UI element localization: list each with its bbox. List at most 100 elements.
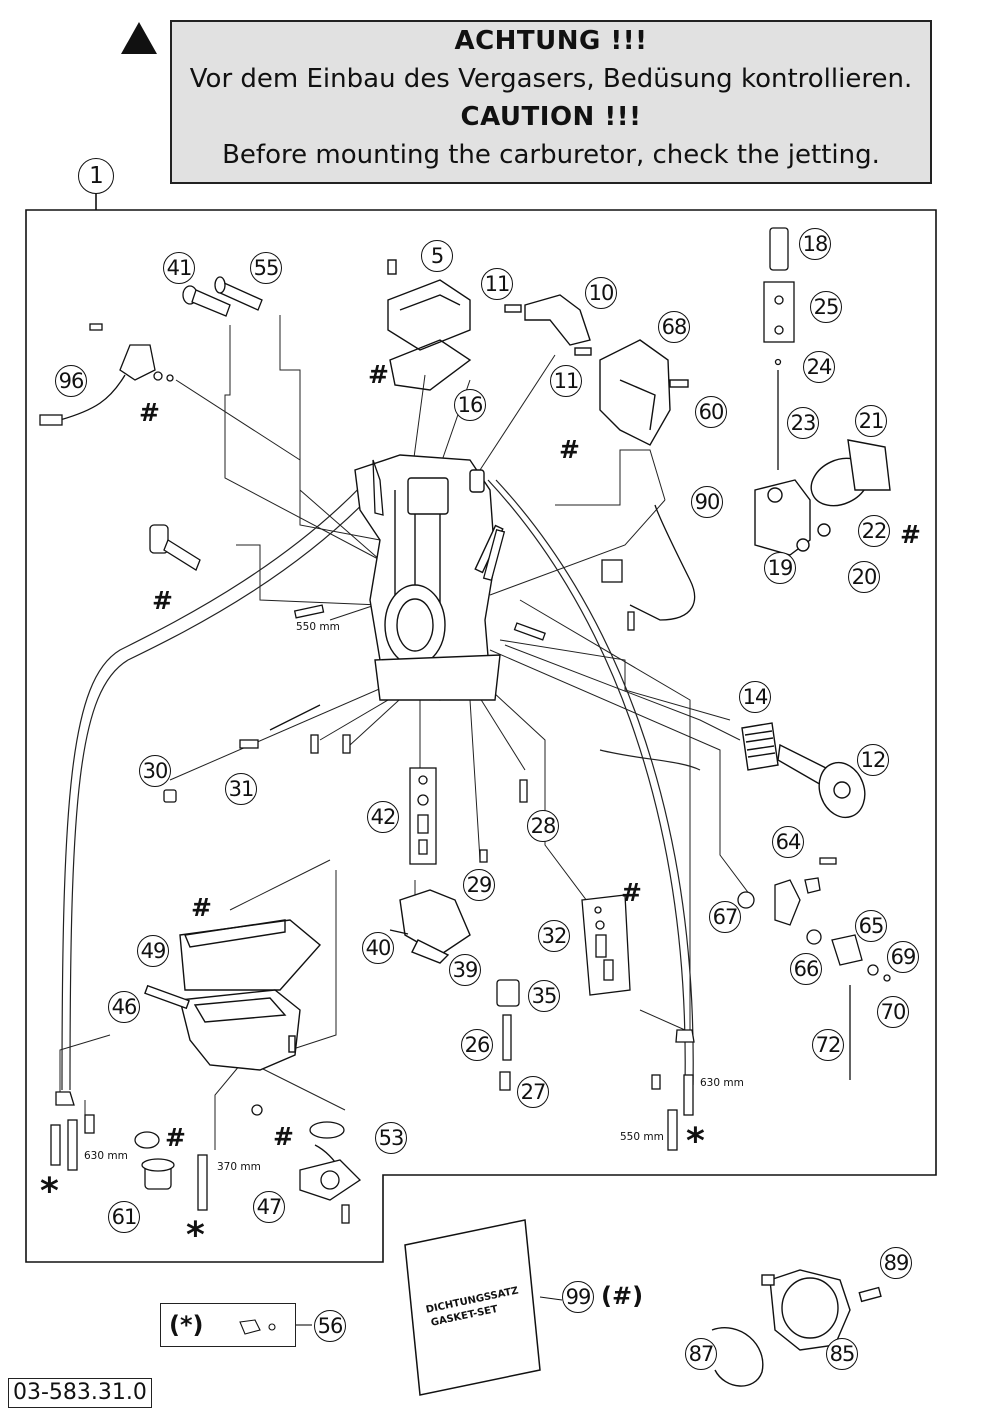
callout-65: 65 — [855, 910, 887, 942]
hash-mark: # — [559, 435, 580, 464]
hash-mark: # — [191, 893, 212, 922]
callout-53: 53 — [375, 1122, 407, 1154]
callout-31: 31 — [225, 773, 257, 805]
hash-mark: # — [368, 360, 389, 389]
hose-length-label: 630 mm — [700, 1077, 744, 1089]
gasket-set-bag — [404, 1219, 541, 1396]
callout-49: 49 — [137, 935, 169, 967]
callout-20: 20 — [848, 561, 880, 593]
star-mark: * — [686, 1121, 705, 1162]
caution-heading-de: ACHTUNG !!! — [454, 26, 648, 56]
callout-64: 64 — [772, 826, 804, 858]
bottom-jet-stack — [496, 979, 520, 1091]
throttle-position-parts — [737, 857, 891, 1080]
callout-19: 19 — [764, 552, 796, 584]
accelerator-pump-group — [754, 439, 891, 556]
hoses — [61, 459, 701, 1091]
hash-mark: # — [165, 1123, 186, 1152]
star-mark: * — [40, 1171, 59, 1212]
warning-triangle-icon — [121, 22, 157, 54]
star-mark: * — [186, 1215, 205, 1256]
adjuster-screws — [149, 276, 546, 641]
leader-lines — [59, 315, 751, 1150]
float-bowl-group — [144, 919, 322, 1071]
callout-85: 85 — [826, 1338, 858, 1370]
callout-21: 21 — [855, 405, 887, 437]
callout-70: 70 — [877, 996, 909, 1028]
callout-23: 23 — [787, 407, 819, 439]
callout-72: 72 — [812, 1029, 844, 1061]
kit-star-mark: (*) — [169, 1311, 204, 1339]
callout-89: 89 — [880, 1247, 912, 1279]
callout-10: 10 — [585, 277, 617, 309]
callout-11-bottom: 11 — [550, 365, 582, 397]
cable-and-sensor — [39, 323, 696, 631]
callout-29: 29 — [463, 869, 495, 901]
gasket-set-hash-mark: (#) — [601, 1282, 644, 1310]
callout-39: 39 — [449, 954, 481, 986]
callout-35: 35 — [528, 980, 560, 1012]
throttle-shaft-group — [741, 722, 866, 819]
hose-length-label: 370 mm — [217, 1161, 261, 1173]
callout-99: 99 — [562, 1281, 594, 1313]
kit-box: (*) — [160, 1303, 296, 1347]
throttle-cover — [599, 339, 689, 446]
caution-notice: ACHTUNG !!! Vor dem Einbau des Vergasers… — [170, 20, 932, 184]
needle-card — [581, 894, 631, 996]
callout-61: 61 — [108, 1201, 140, 1233]
callout-25: 25 — [810, 291, 842, 323]
callout-69: 69 — [887, 941, 919, 973]
callout-11-top: 11 — [481, 268, 513, 300]
reference-code: 03-583.31.0 — [8, 1378, 152, 1408]
hash-mark: # — [900, 520, 921, 549]
callout-32: 32 — [538, 920, 570, 952]
caution-heading-en: CAUTION !!! — [460, 102, 642, 132]
callout-12: 12 — [857, 744, 889, 776]
hash-mark: # — [273, 1122, 294, 1151]
callout-26: 26 — [461, 1029, 493, 1061]
callout-87: 87 — [685, 1338, 717, 1370]
callout-27: 27 — [517, 1076, 549, 1108]
hot-start-parts — [763, 227, 795, 470]
throttle-bracket — [504, 294, 592, 356]
callout-24: 24 — [803, 351, 835, 383]
callout-90: 90 — [691, 486, 723, 518]
drain-and-pump — [134, 1104, 362, 1224]
caution-text-de: Vor dem Einbau des Vergasers, Bedüsung k… — [189, 64, 913, 94]
callout-16: 16 — [454, 389, 486, 421]
callout-42: 42 — [367, 801, 399, 833]
callout-30: 30 — [139, 755, 171, 787]
callout-41: 41 — [163, 252, 195, 284]
callout-1: 1 — [78, 158, 114, 194]
hash-mark: # — [139, 398, 160, 427]
assembly-boundary — [25, 209, 937, 1263]
callout-14: 14 — [739, 681, 771, 713]
callout-56: 56 — [314, 1310, 346, 1342]
hose-length-label: 630 mm — [84, 1150, 128, 1162]
callout-96: 96 — [55, 365, 87, 397]
hose-length-label: 550 mm — [620, 1131, 664, 1143]
hash-mark: # — [152, 586, 173, 615]
callout-5: 5 — [421, 240, 453, 272]
float-parts — [389, 889, 471, 964]
jet-parts — [163, 704, 528, 865]
callout-55: 55 — [250, 252, 282, 284]
top-cover — [387, 259, 472, 391]
callout-47: 47 — [253, 1191, 285, 1223]
hose-length-label: 550 mm — [296, 621, 340, 633]
caution-text-en: Before mounting the carburetor, check th… — [222, 140, 880, 170]
callout-22: 22 — [858, 515, 890, 547]
callout-66: 66 — [790, 953, 822, 985]
callout-68: 68 — [658, 311, 690, 343]
callout-28: 28 — [527, 810, 559, 842]
callout-60: 60 — [695, 396, 727, 428]
hash-mark: # — [621, 878, 642, 907]
intake-parts — [711, 1269, 882, 1387]
callout-18: 18 — [799, 228, 831, 260]
callout-40: 40 — [362, 932, 394, 964]
hose-ends — [50, 1029, 695, 1211]
kit-parts — [239, 1319, 312, 1335]
callout-67: 67 — [709, 901, 741, 933]
callout-46: 46 — [108, 991, 140, 1023]
